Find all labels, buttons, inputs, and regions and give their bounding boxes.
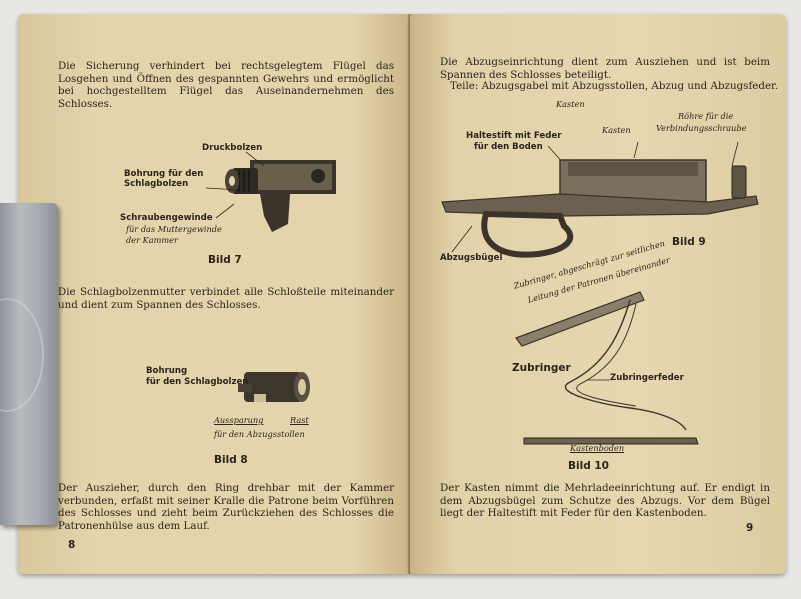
figure-7-bolt-illustration bbox=[225, 160, 336, 232]
left-paragraph-3: Der Auszieher, durch den Ring drehbar mi… bbox=[58, 482, 394, 532]
label-kastenboden: Kastenboden bbox=[570, 443, 625, 453]
label-fig8-bohrung-1: Bohrung bbox=[146, 366, 188, 376]
label-abzugsstollen: für den Abzugsstollen bbox=[214, 429, 305, 439]
figure-7-caption: Bild 7 bbox=[208, 254, 242, 266]
open-booklet: Die Sicherung verhindert bei rechtsgeleg… bbox=[18, 14, 788, 580]
label-zubringerfeder: Zubringerfeder bbox=[610, 373, 684, 383]
label-haltestift-1: Haltestift mit Feder bbox=[466, 131, 562, 141]
label-bohrung-2: Schlagbolzen bbox=[124, 179, 189, 189]
label-fig8-bohrung-2: für den Schlagbolzen bbox=[146, 377, 249, 387]
page-number-left: 8 bbox=[68, 539, 76, 551]
right-paragraph-1: Die Abzugseinrichtung dient zum Ausziehe… bbox=[440, 56, 770, 81]
figure-7-leader-lines bbox=[205, 151, 265, 219]
figure-10-caption: Bild 10 bbox=[568, 460, 609, 472]
right-page: Die Abzugseinrichtung dient zum Ausziehe… bbox=[410, 14, 786, 574]
label-gewinde-3: der Kammer bbox=[126, 235, 178, 245]
figure-8-firing-pin-nut bbox=[238, 372, 310, 402]
label-kasten-top: Kasten bbox=[556, 99, 585, 109]
label-gewinde-2: für das Muttergewinde bbox=[126, 224, 222, 234]
label-abzugsbuegel: Abzugsbügel bbox=[440, 253, 503, 263]
label-zubringer: Zubringer bbox=[512, 362, 571, 374]
left-page: Die Sicherung verhindert bei rechtsgeleg… bbox=[18, 14, 410, 574]
page-number-right: 9 bbox=[746, 522, 754, 534]
label-kasten: Kasten bbox=[602, 125, 631, 135]
metal-case bbox=[0, 203, 58, 525]
label-roehre-2: Verbindungsschraube bbox=[656, 123, 747, 133]
label-gewinde-1: Schraubengewinde bbox=[120, 213, 213, 223]
figure-9-magazine-housing bbox=[441, 141, 759, 258]
figure-8-caption: Bild 8 bbox=[214, 454, 248, 466]
label-aussparung: Aussparung bbox=[214, 415, 264, 425]
label-druckbolzen: Druckbolzen bbox=[202, 143, 263, 153]
figure-9-caption: Bild 9 bbox=[672, 236, 706, 248]
label-rast: Rast bbox=[290, 415, 309, 425]
left-paragraph-1: Die Sicherung verhindert bei rechtsgeleg… bbox=[58, 60, 394, 110]
label-bohrung-1: Bohrung für den bbox=[124, 169, 204, 179]
label-roehre-1: Röhre für die bbox=[678, 111, 734, 121]
right-paragraph-1b: Teile: Abzugsgabel mit Abzugsstollen, Ab… bbox=[450, 80, 779, 92]
figure-10-follower-spring bbox=[515, 291, 699, 445]
metal-case-ring bbox=[0, 298, 44, 412]
label-haltestift-2: für den Boden bbox=[474, 142, 543, 152]
left-paragraph-2: Die Schlagbolzenmutter verbindet alle Sc… bbox=[58, 286, 394, 311]
right-paragraph-2: Der Kasten nimmt die Mehrladeeinrichtung… bbox=[440, 482, 770, 520]
